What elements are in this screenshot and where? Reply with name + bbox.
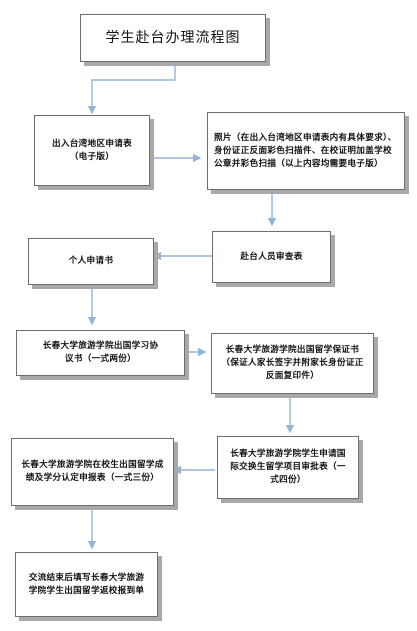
step-exchange-approval: 长春大学旅游学院学生申请国际交换生留学项目审批表（一式四份） xyxy=(217,436,359,499)
flowchart-title: 学生赴台办理流程图 xyxy=(80,14,266,62)
step-exchange-approval-text: 长春大学旅游学院学生申请国际交换生留学项目审批表（一式四份） xyxy=(230,449,346,485)
step-personal-application: 个人申请书 xyxy=(28,238,154,285)
step-study-agreement-text: 长春大学旅游学院出国学习协议书（一式两份） xyxy=(42,341,159,364)
step-return-report-text: 交流结束后填写长春大学旅游学院学生出国留学返校报到单 xyxy=(28,572,145,596)
step-return-report: 交流结束后填写长春大学旅游学院学生出国留学返校报到单 xyxy=(15,552,158,617)
step-credit-report: 长春大学旅游学院在校生出国留学成绩及学分认定申报表（一式三份） xyxy=(11,438,174,506)
step-application-form-text: 出入台湾地区申请表（电子版） xyxy=(51,138,133,162)
step-guarantee-text: 长春大学旅游学院出国留学保证书（保证人家长签字并附家长身份证正反面复印件） xyxy=(221,345,364,381)
step-personal-application-text: 个人申请书 xyxy=(68,256,114,266)
arrow-title-to-application xyxy=(87,64,176,115)
step-review-form: 赴台人员审查表 xyxy=(212,231,331,283)
step-study-agreement: 长春大学旅游学院出国学习协议书（一式两份） xyxy=(16,330,185,376)
step-application-form: 出入台湾地区申请表（电子版） xyxy=(34,115,150,186)
step-credit-report-text: 长春大学旅游学院在校生出国留学成绩及学分认定申报表（一式三份） xyxy=(21,460,164,483)
step-review-form-text: 赴台人员审查表 xyxy=(240,251,303,262)
step-guarantee: 长春大学旅游学院出国留学保证书（保证人家长签字并附家长身份证正反面复印件） xyxy=(211,333,374,394)
step-photos-documents: 照片（在出入台湾地区申请表内有具体要求）、身份证正反面彩色扫描件、在校证明加盖学… xyxy=(207,112,405,190)
step-photos-documents-text: 照片（在出入台湾地区申请表内有具体要求）、身份证正反面彩色扫描件、在校证明加盖学… xyxy=(214,132,397,169)
flowchart-title-text: 学生赴台办理流程图 xyxy=(105,29,241,46)
